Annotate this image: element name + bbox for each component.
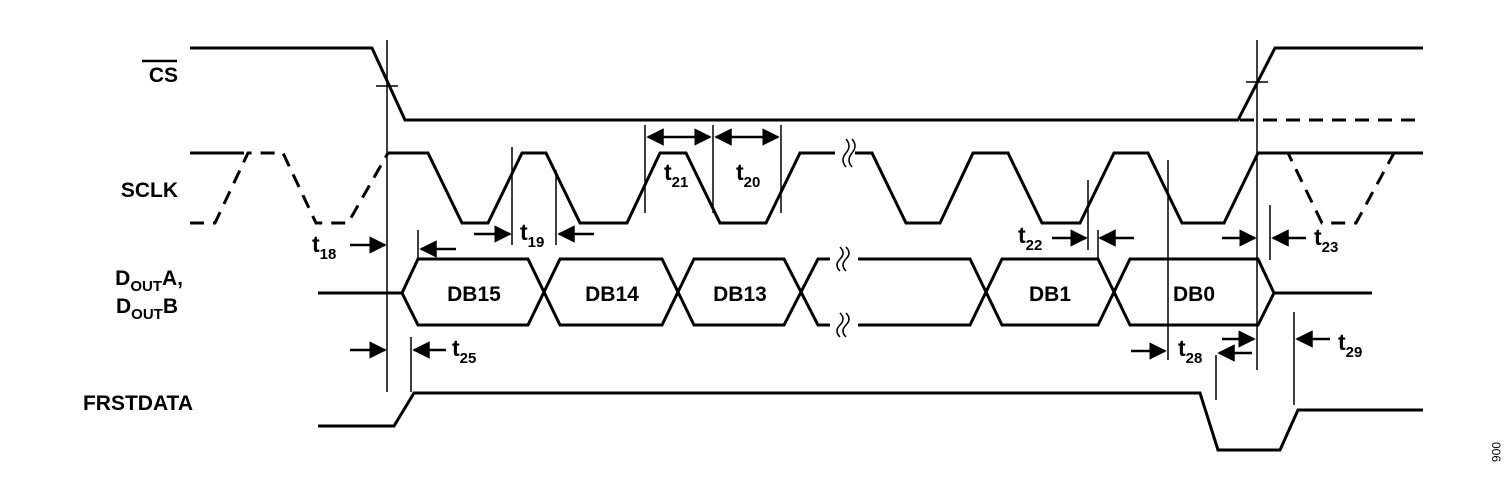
- dout-b-label: DOUTB: [116, 295, 178, 323]
- t29-label: t29: [1338, 329, 1362, 361]
- t22-label: t22: [1018, 222, 1042, 254]
- reference-lines: [376, 40, 1295, 405]
- dout-break-bottom-icon: [836, 312, 850, 338]
- data-bit-db13: DB13: [713, 283, 767, 306]
- figure-id: 006: [1489, 442, 1503, 462]
- cs-label: CS: [149, 64, 178, 87]
- t28-label: t28: [1178, 335, 1202, 367]
- t18-label: t18: [312, 231, 336, 263]
- t25-label: t25: [452, 335, 476, 367]
- dout-waveform: [318, 246, 1372, 338]
- timing-arrows: [350, 128, 1330, 362]
- dout-break-top-icon: [836, 246, 850, 272]
- frstdata-label: FRSTDATA: [83, 392, 193, 415]
- dout-a-label: DOUTA,: [115, 267, 183, 295]
- t19-label: t19: [520, 219, 544, 251]
- data-bit-db15: DB15: [447, 283, 501, 306]
- frstdata-waveform: [318, 391, 1423, 452]
- t20-label: t20: [736, 159, 760, 191]
- sclk-break-icon: [842, 138, 856, 168]
- data-bit-db14: DB14: [585, 283, 639, 306]
- t21-label: t21: [664, 159, 688, 191]
- cs-waveform: [190, 46, 1423, 122]
- data-bit-db1: DB1: [1029, 283, 1071, 306]
- sclk-waveform: [190, 138, 1423, 225]
- data-bit-db0: DB0: [1173, 283, 1215, 306]
- sclk-label: SCLK: [121, 179, 178, 202]
- t23-label: t23: [1314, 224, 1338, 256]
